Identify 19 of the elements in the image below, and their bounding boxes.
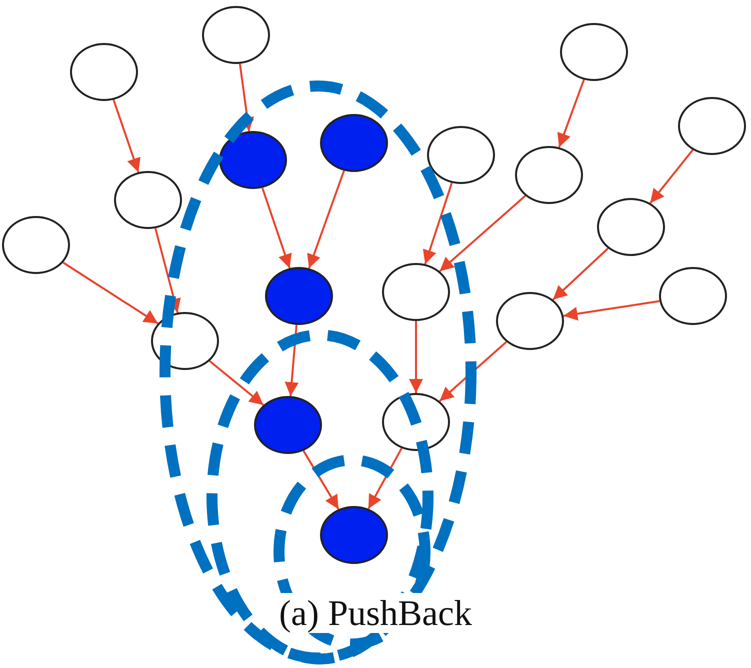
arrow <box>409 321 423 393</box>
arrow <box>302 450 340 510</box>
highlighted-node <box>254 396 322 454</box>
arrow <box>261 188 292 268</box>
arrow <box>284 324 299 396</box>
arrow <box>438 341 508 402</box>
graph-node <box>496 292 564 350</box>
arrow <box>208 360 264 406</box>
arrow <box>563 300 660 321</box>
arrow <box>112 99 140 173</box>
arrow <box>552 248 609 300</box>
arrow <box>307 170 345 269</box>
arrow <box>557 79 585 148</box>
arrow <box>439 195 526 272</box>
arrow <box>649 149 694 204</box>
arrow <box>154 228 181 313</box>
arrow <box>422 182 453 264</box>
arrow <box>368 448 402 510</box>
arrow <box>62 262 158 324</box>
